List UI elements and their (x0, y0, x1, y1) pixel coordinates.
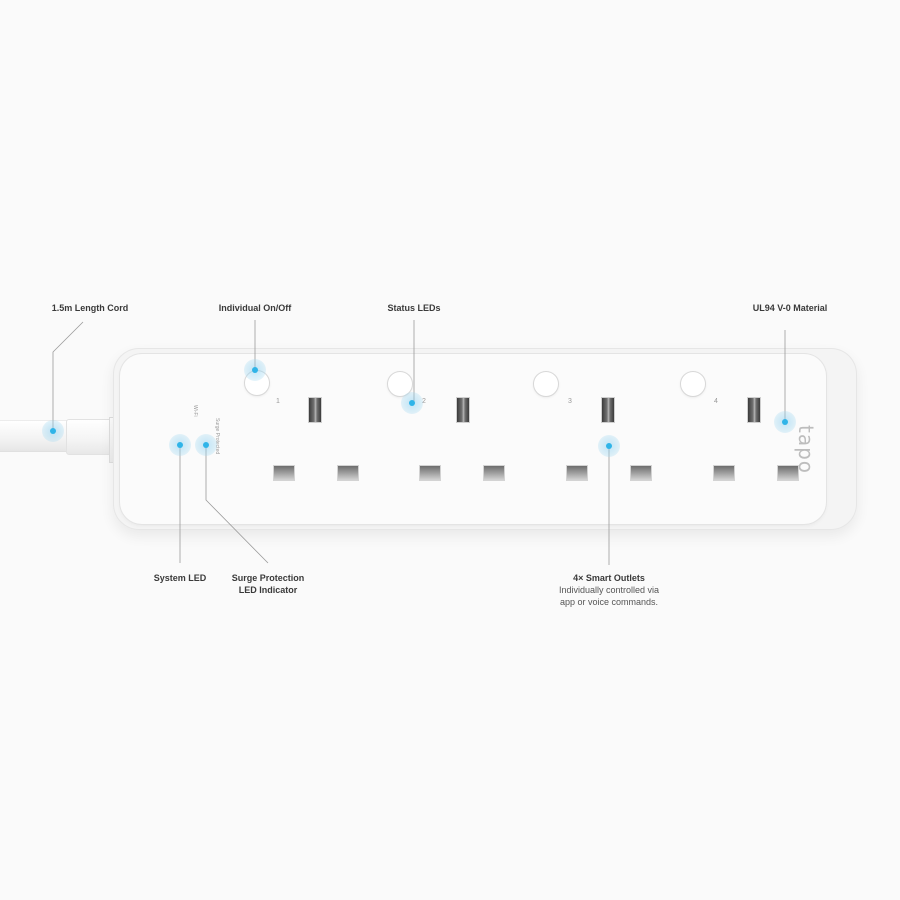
status-led-callout-dot (401, 392, 423, 414)
outlet-3-neutral-slot (630, 465, 652, 481)
outlet-3-earth-slot (601, 397, 615, 423)
outlets-callout-dot (598, 435, 620, 457)
outlet-1-live-slot (273, 465, 295, 481)
power-strip-faceplate (120, 354, 826, 524)
outlets-callout-line2: app or voice commands. (559, 597, 659, 607)
surge-led-callout-label: Surge Protection LED Indicator (218, 572, 318, 596)
outlet-4-live-slot (713, 465, 735, 481)
outlet-3-power-button[interactable] (533, 371, 559, 397)
outlet-3-live-slot (566, 465, 588, 481)
onoff-callout-label: Individual On/Off (218, 303, 292, 313)
surge-led-callout-dot (195, 434, 217, 456)
outlets-callout-line1: Individually controlled via (558, 585, 660, 595)
outlet-4-earth-slot (747, 397, 761, 423)
outlet-2-earth-slot (456, 397, 470, 423)
outlet-1-number: 1 (276, 398, 280, 405)
outlet-2-number: 2 (422, 398, 426, 405)
system-led-callout-label: System LED (153, 573, 207, 583)
outlet-2-live-slot (419, 465, 441, 481)
system-led-callout-dot (169, 434, 191, 456)
outlet-1-earth-slot (308, 397, 322, 423)
surge-led-callout-title: Surge Protection (231, 573, 305, 583)
status-leds-callout-label: Status LEDs (387, 303, 441, 313)
outlets-callout-label: 4× Smart Outlets Individually controlled… (544, 572, 674, 608)
outlet-1-neutral-slot (337, 465, 359, 481)
outlet-4-neutral-slot (777, 465, 799, 481)
outlet-1-power-button[interactable] (244, 370, 270, 396)
outlet-4-number: 4 (714, 398, 718, 405)
material-callout-dot (774, 411, 796, 433)
wifi-label: Wi-Fi (192, 405, 198, 417)
cord-callout-label: 1.5m Length Cord (51, 303, 129, 313)
onoff-callout-dot (244, 359, 266, 381)
material-callout-label: UL94 V-0 Material (752, 303, 828, 313)
cord-callout-dot (42, 420, 64, 442)
outlet-2-neutral-slot (483, 465, 505, 481)
outlet-3-number: 3 (568, 398, 572, 405)
surge-led-callout-title2: LED Indicator (238, 585, 298, 595)
outlet-4-power-button[interactable] (680, 371, 706, 397)
outlet-2-power-button[interactable] (387, 371, 413, 397)
outlets-callout-title: 4× Smart Outlets (573, 573, 645, 583)
